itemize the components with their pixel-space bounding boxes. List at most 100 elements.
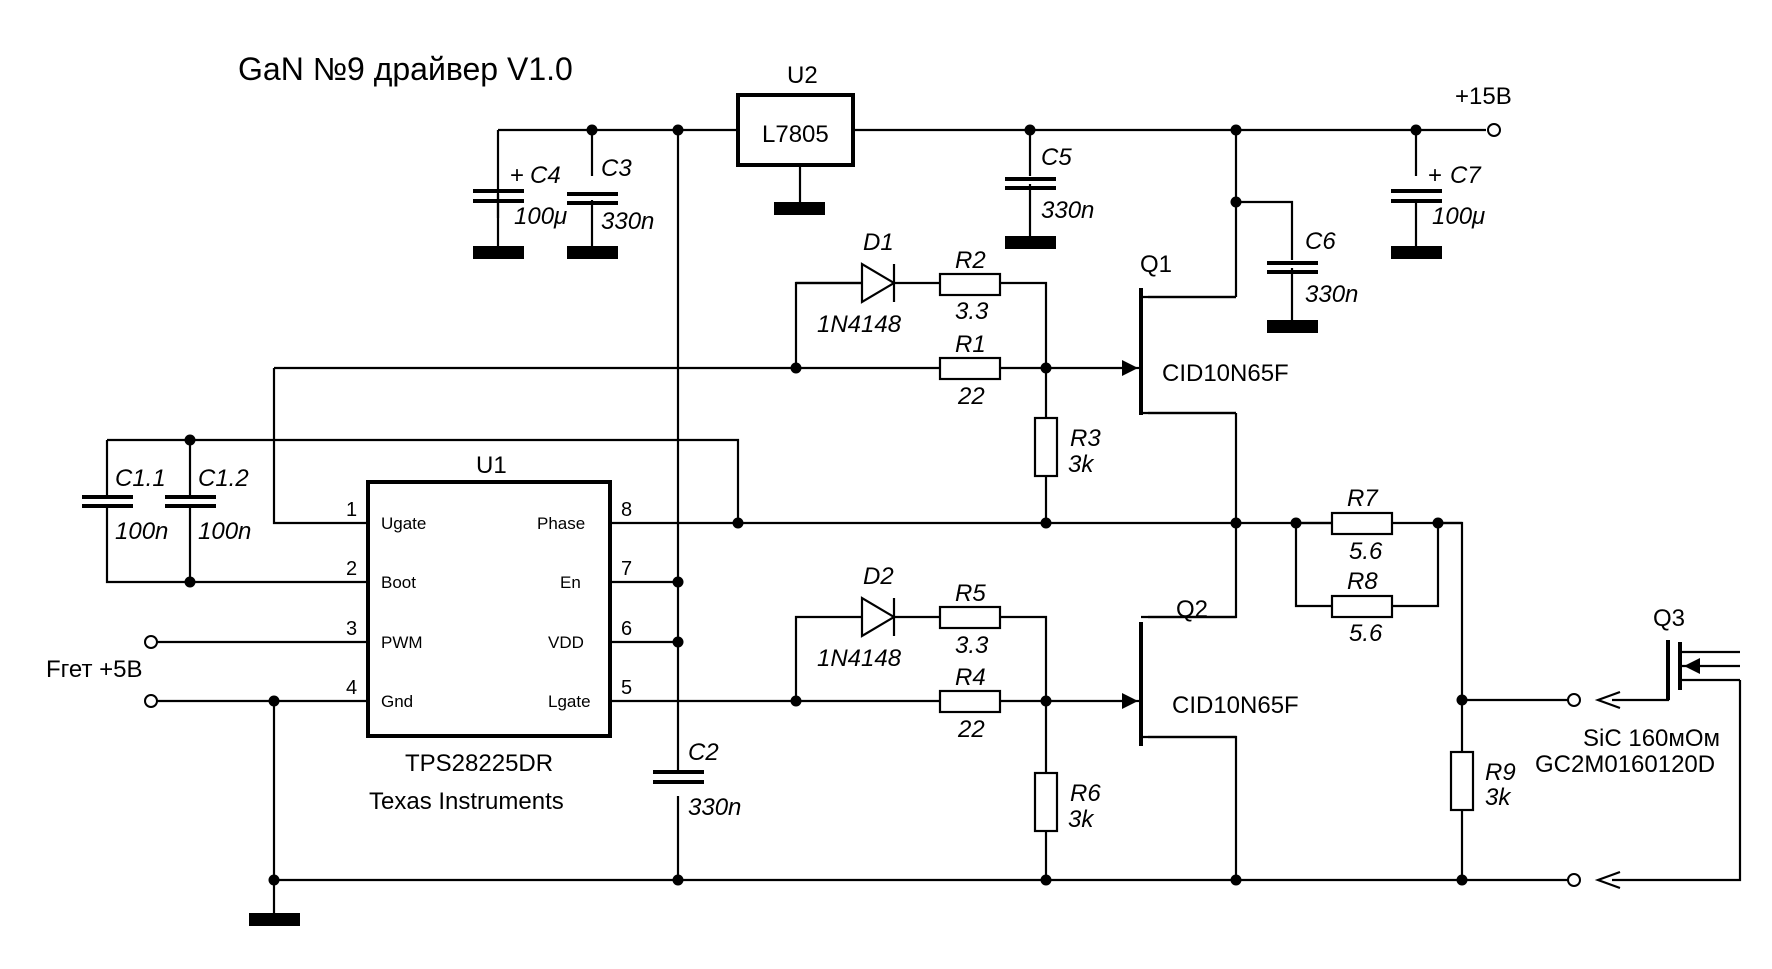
svg-text:330n: 330n: [601, 208, 654, 235]
resistor-r2: R2 3.3: [938, 247, 1002, 325]
svg-text:R3: R3: [1070, 425, 1101, 452]
u1-part: TPS28225DR: [405, 750, 553, 777]
resistor-r9: R9 3k: [1449, 750, 1516, 812]
svg-text:PWM: PWM: [381, 633, 423, 652]
svg-text:En: En: [560, 573, 581, 592]
resistor-r4: R4 22: [938, 664, 1002, 743]
svg-text:100n: 100n: [115, 518, 168, 545]
svg-text:3.3: 3.3: [955, 298, 989, 325]
svg-text:C7: C7: [1450, 162, 1482, 189]
diode-d1: D1 1N4148: [796, 229, 902, 338]
capacitor-c2: C2 330n: [653, 739, 741, 821]
svg-text:100n: 100n: [198, 518, 251, 545]
svg-text:1N4148: 1N4148: [817, 311, 902, 338]
regulator-u2: U2 L7805: [736, 62, 855, 167]
svg-text:CID10N65F: CID10N65F: [1162, 360, 1289, 387]
svg-text:Ugate: Ugate: [381, 514, 426, 533]
capacitor-c5: C5 330n: [1005, 144, 1094, 224]
svg-text:D2: D2: [863, 563, 894, 590]
resistor-r6: R6 3k: [1033, 771, 1101, 833]
u2-part: L7805: [762, 121, 829, 148]
u2-ref: U2: [787, 62, 818, 89]
ground-symbols: [249, 202, 1442, 926]
schematic-title: GaN №9 драйвер V1.0: [238, 51, 573, 87]
svg-text:330n: 330n: [688, 794, 741, 821]
capacitor-c1-1: C1.1 100n: [82, 465, 168, 545]
resistor-r3: R3 3k: [1033, 416, 1101, 478]
svg-text:C6: C6: [1305, 228, 1336, 255]
svg-text:3.3: 3.3: [955, 632, 989, 659]
svg-text:CID10N65F: CID10N65F: [1172, 692, 1299, 719]
svg-text:3k: 3k: [1485, 784, 1512, 811]
svg-text:Boot: Boot: [381, 573, 416, 592]
u1-ref: U1: [476, 452, 507, 479]
svg-text:R8: R8: [1347, 568, 1378, 595]
net-v15: +15В: [1455, 83, 1512, 137]
svg-text:5.6: 5.6: [1349, 538, 1383, 565]
fgen-net-label: Fгет +5В: [46, 656, 142, 683]
capacitor-c3: C3 330n: [567, 155, 654, 235]
svg-text:4: 4: [346, 677, 357, 699]
svg-text:C1.1: C1.1: [115, 465, 166, 492]
svg-text:100μ: 100μ: [1432, 203, 1485, 230]
capacitor-c4: + C4 100μ: [473, 162, 567, 230]
junction-dots: [184, 124, 1468, 886]
svg-text:R2: R2: [955, 247, 986, 274]
v15-net-label: +15В: [1455, 83, 1512, 110]
resistor-r7: R7 5.6: [1330, 485, 1394, 565]
svg-text:6: 6: [621, 618, 632, 640]
svg-text:330n: 330n: [1041, 197, 1094, 224]
transistor-q1: Q1 CID10N65F: [1122, 251, 1289, 415]
svg-text:C4: C4: [530, 162, 561, 189]
svg-text:VDD: VDD: [548, 633, 584, 652]
svg-text:1: 1: [346, 499, 357, 521]
u1-maker: Texas Instruments: [369, 788, 564, 815]
svg-text:Gnd: Gnd: [381, 692, 413, 711]
svg-text:22: 22: [957, 383, 985, 410]
resistor-r5: R5 3.3: [938, 580, 1002, 659]
svg-text:GC2M0160120D: GC2M0160120D: [1535, 751, 1715, 778]
svg-text:Lgate: Lgate: [548, 692, 591, 711]
svg-text:5.6: 5.6: [1349, 620, 1383, 647]
svg-text:SiC 160мОм: SiC 160мОм: [1583, 725, 1720, 752]
svg-text:330n: 330n: [1305, 281, 1358, 308]
svg-text:3: 3: [346, 618, 357, 640]
svg-text:2: 2: [346, 558, 357, 580]
svg-text:R5: R5: [955, 580, 986, 607]
capacitor-c6: C6 330n: [1267, 228, 1358, 308]
resistor-r1: R1 22: [938, 331, 1002, 410]
capacitor-c7: + C7 100μ: [1391, 162, 1485, 230]
svg-text:C3: C3: [601, 155, 632, 182]
svg-text:R1: R1: [955, 331, 986, 358]
svg-text:5: 5: [621, 677, 632, 699]
transistor-q2: Q2 CID10N65F: [1122, 596, 1299, 746]
svg-text:Phase: Phase: [537, 514, 585, 533]
svg-text:22: 22: [957, 716, 985, 743]
svg-text:R4: R4: [955, 664, 986, 691]
svg-text:3k: 3k: [1068, 451, 1095, 478]
svg-text:D1: D1: [863, 229, 894, 256]
q3-terminals: [1567, 690, 1621, 890]
svg-text:Q2: Q2: [1176, 596, 1208, 623]
capacitor-c1-2: C1.2 100n: [165, 465, 251, 545]
svg-text:8: 8: [621, 499, 632, 521]
svg-text:1N4148: 1N4148: [817, 645, 902, 672]
svg-text:C5: C5: [1041, 144, 1072, 171]
svg-text:Q1: Q1: [1140, 251, 1172, 278]
svg-text:R9: R9: [1485, 759, 1516, 786]
svg-text:3k: 3k: [1068, 806, 1095, 833]
transistor-q3: Q3 SiC 160мОм GC2M0160120D: [1535, 605, 1740, 778]
svg-text:+: +: [1428, 162, 1442, 189]
svg-text:7: 7: [621, 558, 632, 580]
diode-d2: D2 1N4148: [817, 563, 902, 672]
svg-text:C1.2: C1.2: [198, 465, 249, 492]
svg-text:R6: R6: [1070, 780, 1101, 807]
driver-ic-u1: U1 TPS28225DR Texas Instruments 1 Ugate …: [346, 452, 632, 815]
svg-text:C2: C2: [688, 739, 719, 766]
resistor-r8: R8 5.6: [1330, 568, 1394, 647]
svg-text:100μ: 100μ: [514, 203, 567, 230]
svg-text:R7: R7: [1347, 485, 1379, 512]
svg-text:+: +: [510, 162, 524, 189]
svg-text:Q3: Q3: [1653, 605, 1685, 632]
